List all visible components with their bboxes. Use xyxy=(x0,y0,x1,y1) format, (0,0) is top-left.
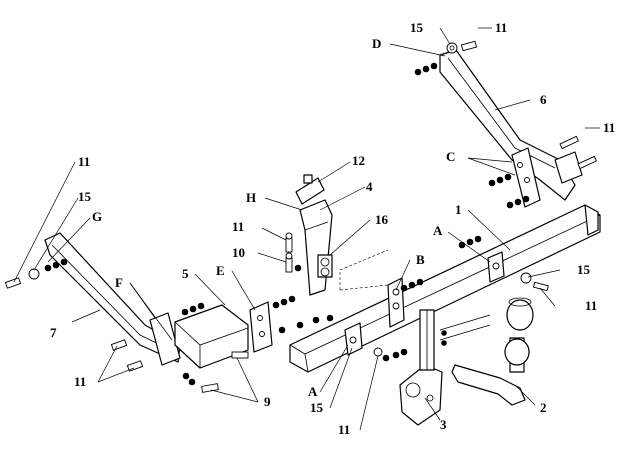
fasteners-left-end xyxy=(4,258,144,372)
label-p10: 10 xyxy=(232,245,245,260)
label-e: E xyxy=(216,263,225,278)
label-p11-right-arm: 11 xyxy=(603,120,615,135)
label-p1: 1 xyxy=(455,202,462,217)
leader-lines xyxy=(13,27,600,431)
label-p11-right: 11 xyxy=(585,298,597,313)
fasteners-top-right xyxy=(414,40,478,76)
label-p11-top: 11 xyxy=(495,20,507,35)
label-p15-left: 15 xyxy=(78,189,92,204)
beam-bracket-left xyxy=(344,322,363,356)
label-p11-mid: 11 xyxy=(232,219,244,234)
fasteners-bracket-four xyxy=(285,232,302,273)
label-f: F xyxy=(115,275,123,290)
ball-mount-plate xyxy=(399,309,443,426)
beam-bracket-right xyxy=(487,251,505,283)
label-p11-lower-left: 11 xyxy=(74,374,86,389)
side-bracket xyxy=(174,304,249,369)
label-p4: 4 xyxy=(366,179,373,194)
label-p3: 3 xyxy=(440,417,447,432)
label-p11-bottom: 11 xyxy=(338,422,350,437)
spacer-sixteen xyxy=(317,254,333,278)
label-p15-right: 15 xyxy=(577,262,591,277)
label-p11-left: 11 xyxy=(78,154,90,169)
right-side-arm xyxy=(439,49,583,208)
label-a-right: A xyxy=(433,223,443,238)
mount-bolts xyxy=(439,314,491,346)
label-p2: 2 xyxy=(540,400,547,415)
label-p7: 7 xyxy=(50,325,57,340)
label-c: C xyxy=(446,149,455,164)
label-d: D xyxy=(372,36,381,51)
label-p15-top: 15 xyxy=(410,20,424,35)
tow-ball xyxy=(506,297,534,331)
center-bracket xyxy=(339,249,405,328)
label-p16: 16 xyxy=(375,212,389,227)
diagram-labels: 15 11 D 6 11 C 1 A 15 11 2 3 11 15 A B 1… xyxy=(50,20,615,437)
bracket-plate-e xyxy=(249,301,273,353)
label-h: H xyxy=(246,190,256,205)
bracket-four xyxy=(299,199,333,296)
fasteners-center xyxy=(181,295,334,393)
fasteners-right-arm xyxy=(488,135,598,209)
tow-ball-neck xyxy=(451,337,530,406)
label-b: B xyxy=(416,252,425,267)
left-side-arm xyxy=(44,232,181,366)
label-p5: 5 xyxy=(182,266,189,281)
main-cross-beam xyxy=(289,204,601,373)
clamp-twelve xyxy=(295,174,325,205)
label-p6: 6 xyxy=(540,92,547,107)
label-g: G xyxy=(92,209,102,224)
label-p12: 12 xyxy=(352,153,365,168)
label-a-left: A xyxy=(308,384,318,399)
label-p15-bottom: 15 xyxy=(310,400,324,415)
label-p9: 9 xyxy=(264,394,271,409)
